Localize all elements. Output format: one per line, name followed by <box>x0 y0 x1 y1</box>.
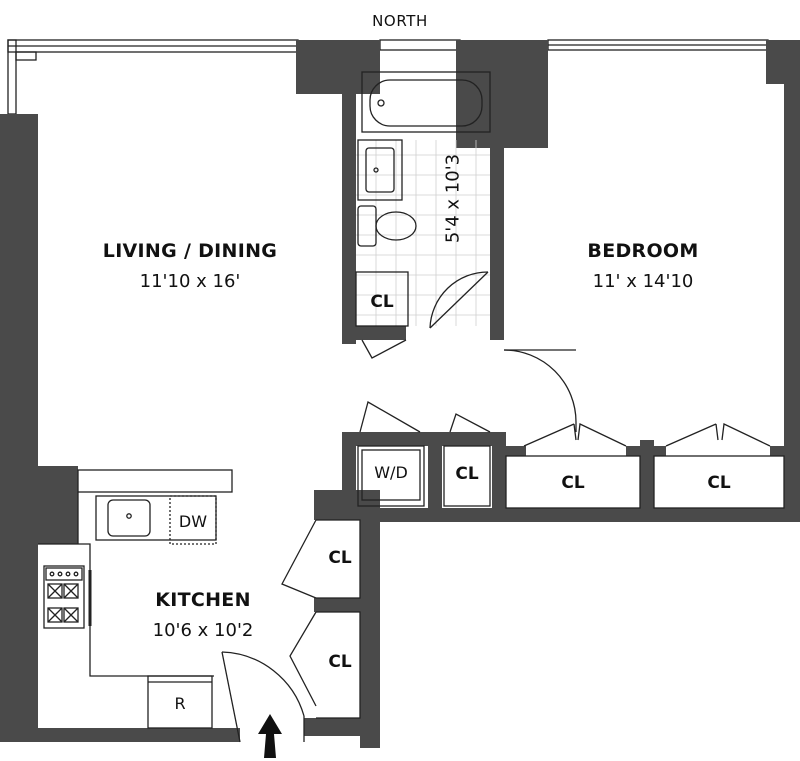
dishwasher <box>169 495 217 545</box>
closet-label-bedroom-2: CL <box>707 473 731 493</box>
living-dining-dims: 11'10 x 16' <box>139 271 241 292</box>
kitchen-sink <box>107 499 151 537</box>
kitchen-closet-upper <box>281 519 361 599</box>
living-dining-label: LIVING / DINING <box>102 240 278 262</box>
washer-dryer-label: W/D <box>374 463 408 482</box>
walls <box>0 40 800 748</box>
bath-dims: 5'4 x 10'3 <box>442 153 464 244</box>
toilet <box>357 205 417 247</box>
dishwasher-label: DW <box>178 512 208 531</box>
closet-label-bath: CL <box>370 292 394 312</box>
kitchen-label: KITCHEN <box>155 589 251 611</box>
closet-label-kitchen-upper: CL <box>328 548 352 568</box>
compass-label: NORTH <box>372 12 428 30</box>
entry-arrow-icon <box>258 714 282 758</box>
entry-door <box>221 651 305 743</box>
bath-tile-floor <box>356 140 490 326</box>
washer-dryer-closet <box>357 401 425 507</box>
stove <box>43 565 92 629</box>
bath-closet <box>355 271 409 359</box>
hall-closet <box>443 413 491 507</box>
bedroom-door <box>503 349 577 432</box>
bath-sink <box>357 139 403 201</box>
bedroom-label: BEDROOM <box>587 240 699 262</box>
bathtub <box>361 71 491 133</box>
closet-label-kitchen-lower: CL <box>328 652 352 672</box>
refrigerator <box>147 675 213 729</box>
kitchen-closet-lower <box>289 611 361 719</box>
refrigerator-label: R <box>174 694 186 713</box>
bath-door <box>429 271 489 329</box>
kitchen-dims: 10'6 x 10'2 <box>152 620 254 641</box>
closet-label-bedroom-1: CL <box>561 473 585 493</box>
closet-label-hall: CL <box>455 464 479 484</box>
north-window-wall <box>7 39 769 115</box>
bedroom-dims: 11' x 14'10 <box>592 271 694 292</box>
bedroom-closets <box>505 423 785 509</box>
